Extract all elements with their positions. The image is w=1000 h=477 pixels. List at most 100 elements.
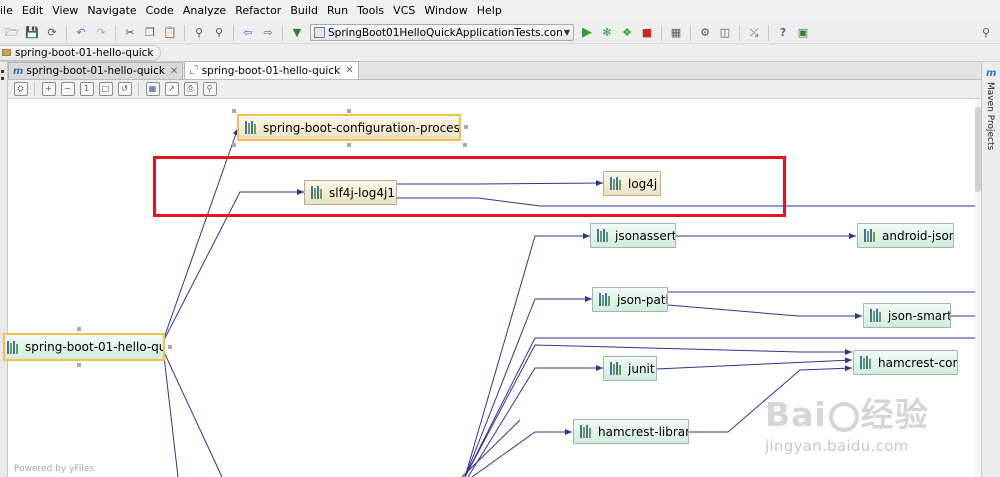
menu-vcs[interactable]: VCS	[393, 4, 416, 17]
print-preview-icon[interactable]: ⚲	[202, 82, 217, 96]
selection-handle[interactable]	[464, 125, 468, 129]
menu-analyze[interactable]: Analyze	[182, 4, 227, 17]
run-configuration-select[interactable]: SpringBoot01HelloQuickApplicationTests.c…	[310, 24, 574, 41]
run-icon[interactable]: ▶	[582, 24, 592, 40]
node-android-json[interactable]: android-json	[857, 223, 954, 248]
selection-handle[interactable]	[232, 109, 236, 113]
node-hamcrest-core[interactable]: hamcrest-core	[853, 350, 958, 375]
paste-icon[interactable]: 📋	[163, 25, 177, 39]
menu-run[interactable]: Run	[326, 4, 349, 17]
vcs-icon[interactable]: ⤯	[749, 25, 759, 39]
menu-view[interactable]: View	[52, 4, 79, 17]
edge-root-down-b	[163, 355, 179, 477]
build-icon[interactable]: ▼	[292, 25, 302, 39]
menu-build[interactable]: Build	[290, 4, 318, 17]
menu-file[interactable]: ile	[0, 4, 13, 17]
layout-icon[interactable]: ⛭	[13, 82, 28, 96]
fit-content-icon[interactable]: □	[98, 82, 113, 96]
actual-size-icon[interactable]: 1	[79, 82, 94, 96]
chevron-down-icon: ▼	[563, 28, 570, 37]
toolbar-separator	[233, 24, 234, 41]
debug-icon[interactable]: ✻	[602, 25, 612, 39]
node-junit[interactable]: junit	[603, 356, 657, 381]
breadcrumb[interactable]: spring-boot-01-hello-quick	[0, 44, 161, 61]
selection-handle[interactable]	[77, 327, 81, 331]
find-icon[interactable]: ⚲	[194, 25, 204, 39]
scrollbar-thumb[interactable]	[975, 107, 981, 192]
selection-handle[interactable]	[168, 345, 172, 349]
selection-handle[interactable]	[232, 143, 236, 147]
tab-pom[interactable]: m spring-boot-01-hello-quick ✕	[8, 62, 184, 79]
diagram-canvas[interactable]	[8, 99, 981, 477]
save-diagram-icon[interactable]: ▦	[145, 82, 160, 96]
help-icon[interactable]: ?	[779, 25, 787, 39]
menu-edit[interactable]: Edit	[21, 4, 44, 17]
selection-handle[interactable]	[347, 109, 351, 113]
node-log4j[interactable]: log4j	[603, 171, 661, 196]
edge-trunk-extra	[461, 419, 521, 477]
library-icon	[610, 362, 624, 375]
sdk-icon[interactable]: ◫	[719, 25, 731, 39]
back-icon[interactable]: ⇦	[243, 25, 253, 39]
selection-handle[interactable]	[77, 363, 81, 367]
zoom-in-icon[interactable]: +	[41, 82, 56, 96]
settings-icon[interactable]: ⚙	[700, 25, 710, 39]
close-icon[interactable]: ✕	[169, 65, 179, 77]
menu-code[interactable]: Code	[145, 4, 174, 17]
menu-help[interactable]: Help	[476, 4, 502, 17]
zoom-out-icon[interactable]: −	[60, 82, 75, 96]
node-label: log4j	[628, 176, 658, 191]
maven-projects-button[interactable]: Maven Projects	[985, 82, 995, 151]
toolbar-separator	[138, 82, 139, 96]
vertical-scrollbar[interactable]	[975, 99, 981, 477]
save-icon[interactable]: 💾	[25, 25, 39, 39]
apply-layout-icon[interactable]: ↺	[117, 82, 132, 96]
close-icon[interactable]: ✕	[345, 65, 354, 76]
menu-tools[interactable]: Tools	[357, 4, 385, 17]
redo-icon[interactable]: ↷	[96, 25, 106, 39]
right-tool-strip: m Maven Projects	[981, 62, 1000, 477]
search-everywhere-icon[interactable]: ⚲	[981, 25, 991, 39]
menu-window[interactable]: Window	[424, 4, 468, 17]
menu-navigate[interactable]: Navigate	[87, 4, 137, 17]
navigation-bar: spring-boot-01-hello-quick	[0, 44, 1000, 62]
copy-icon[interactable]: ❐	[145, 25, 155, 39]
toolbar-separator	[115, 24, 116, 41]
export-icon[interactable]: ↗	[164, 82, 179, 96]
undo-icon[interactable]: ↶	[76, 25, 86, 39]
replace-icon[interactable]: ⚲	[214, 25, 224, 39]
node-hamcrest-library[interactable]: hamcrest-library	[573, 419, 689, 444]
tab-label: spring-boot-01-hello-quick	[201, 64, 341, 77]
tab-label: spring-boot-01-hello-quick	[26, 65, 165, 77]
node-jsonassert[interactable]: jsonassert	[590, 223, 676, 248]
node-label: json-path	[617, 292, 668, 307]
tip-icon[interactable]: ▣	[797, 25, 809, 39]
library-icon	[311, 186, 325, 199]
node-json-smart[interactable]: json-smart	[863, 303, 951, 328]
selection-handle[interactable]	[463, 143, 467, 147]
tab-dependency-diagram[interactable]: ⌞⌝ spring-boot-01-hello-quick ✕	[184, 61, 359, 79]
left-tool-strip: ▪▪	[0, 62, 8, 477]
selection-handle[interactable]	[347, 143, 351, 147]
edge-trunk-right	[464, 337, 975, 477]
edge-root-config	[163, 127, 239, 339]
node-root-project[interactable]: spring-boot-01-hello-quick	[3, 333, 165, 361]
node-json-path[interactable]: json-path	[592, 287, 668, 312]
maven-icon: m	[986, 68, 997, 79]
node-slf4j-log4j12[interactable]: slf4j-log4j12	[304, 180, 397, 205]
node-label: hamcrest-library	[598, 424, 689, 439]
menu-refactor[interactable]: Refactor	[235, 4, 282, 17]
edge-hamcrestlib-core	[688, 365, 853, 433]
powered-by-label: Powered by yFiles	[14, 464, 95, 474]
forward-icon[interactable]: ⇨	[263, 25, 273, 39]
node-label: junit	[628, 361, 655, 376]
project-structure-icon[interactable]: ▦	[670, 25, 682, 39]
node-spring-boot-configuration-processor[interactable]: spring-boot-configuration-processo	[237, 114, 461, 141]
stop-icon[interactable]: ■	[641, 25, 653, 39]
open-folder-icon[interactable]: 🗁	[5, 25, 19, 39]
cut-icon[interactable]: ✂	[125, 25, 135, 39]
sync-icon[interactable]: ⟳	[47, 25, 57, 39]
print-icon[interactable]: ⎙	[183, 82, 198, 96]
folder-icon	[2, 49, 11, 56]
coverage-icon[interactable]: ❖	[622, 25, 632, 39]
